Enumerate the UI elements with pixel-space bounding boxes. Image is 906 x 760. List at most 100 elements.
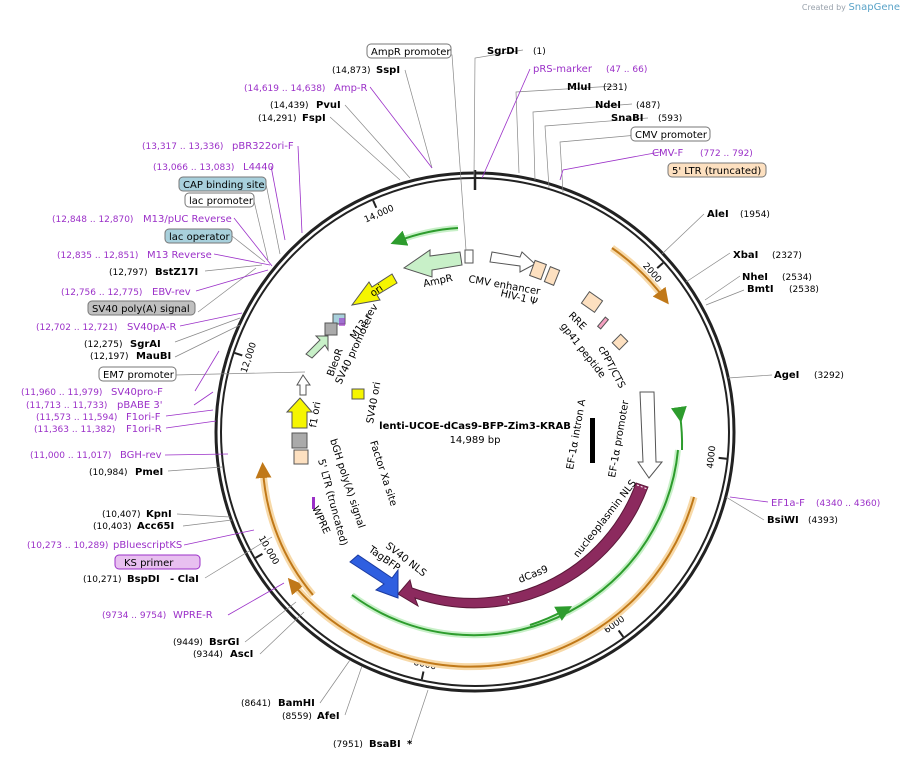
site-asci-pos: (9344) (193, 650, 223, 660)
label-em7-promoter: EM7 promoter (103, 370, 175, 381)
ruler-tick (255, 552, 263, 559)
label-ks-primer: KS primer (124, 558, 174, 569)
primer-m13-reverse: M13 Reverse (147, 250, 212, 261)
primer-cmv-f: CMV-F (652, 148, 683, 159)
green-arc-top-core (390, 227, 459, 246)
orange-arc-right (290, 496, 698, 671)
site-ndei-pos: (487) (636, 101, 660, 111)
backbone-outer-ring (214, 171, 736, 693)
ruler-tick (617, 629, 625, 638)
ruler-tick (656, 262, 664, 269)
primer-f1ori-r: F1ori-R (126, 424, 162, 435)
site-bsrgi: BsrGI (209, 637, 239, 648)
site-snabi-pos: (593) (658, 114, 682, 124)
primer-pbr322ori-f: pBR322ori-F (232, 141, 294, 152)
boxed-labels: AmpR promoter CMV promoter 5' LTR (trunc… (87, 43, 767, 570)
ruler-tick (372, 200, 378, 209)
cppt-box (611, 333, 629, 351)
primer-sv40pa-r-pos: (12,702 .. 12,721) (36, 323, 117, 333)
factor-xa-box (312, 497, 315, 509)
site-sgrdi: SgrDI (487, 46, 518, 57)
primer-amp-r-pos: (14,619 .. 14,638) (244, 84, 325, 94)
ruler-tick-label: 4000 (706, 445, 718, 469)
site-bspdi: BspDI (127, 574, 160, 585)
feat-sv40-ori: SV40 ori (365, 381, 383, 424)
site-nhei: NheI (742, 272, 768, 283)
primer-labels: pRS-marker (47 .. 66) CMV-F (772 .. 792)… (21, 64, 880, 621)
green-arc-ef1a (670, 405, 687, 451)
site-bmti-pos: (2538) (789, 285, 819, 295)
ampr-arrow (402, 249, 463, 278)
ruler-tick (718, 456, 727, 460)
site-acc65i: Acc65I (137, 521, 174, 532)
site-xbai: XbaI (733, 250, 758, 261)
primer-f1ori-r-pos: (11,363 .. 11,382) (34, 425, 115, 435)
orange-arc-left-core (255, 462, 314, 596)
label-ampr-promoter: AmpR promoter (371, 47, 451, 58)
site-bspdi-pos: (10,271) (83, 575, 122, 585)
orange-arc-left (259, 469, 316, 598)
site-mlui-pos: (231) (603, 83, 627, 93)
site-maubi-pos: (12,197) (90, 352, 129, 362)
site-fspi-pos: (14,291) (258, 114, 297, 124)
site-pvui-pos: (14,439) (270, 101, 309, 111)
primer-cmv-f-pos: (772 .. 792) (700, 149, 753, 159)
label-lac-operator: lac operator (169, 232, 230, 243)
site-bmti: BmtI (747, 284, 774, 295)
primer-prs-marker-pos: (47 .. 66) (606, 65, 647, 75)
label-cap-binding-site: CAP binding site (183, 180, 265, 191)
primer-f1ori-f-pos: (11,573 .. 11,594) (36, 413, 117, 423)
site-bsabi-pos: (7951) (333, 740, 363, 750)
primer-pbluescriptks: pBluescriptKS (113, 540, 182, 551)
ltr-box-2 (543, 266, 561, 286)
ruler-tick-label: 12,000 (240, 341, 259, 374)
primer-l4440: L4440 (243, 162, 274, 173)
site-fspi: FspI (302, 113, 326, 124)
box-ks-primer (114, 554, 201, 570)
plasmid-name: lenti-UCOE-dCas9-BFP-Zim3-KRAB (379, 421, 571, 432)
primer-bgh-rev: BGH-rev (120, 450, 162, 461)
ruler-tick (420, 671, 425, 680)
site-maubi: MauBI (136, 351, 171, 362)
site-pmei: PmeI (135, 467, 163, 478)
primer-ef1a-f-pos: (4340 .. 4360) (816, 499, 880, 509)
dcas9-arrow (397, 482, 649, 609)
tagbfp-arrow (349, 554, 399, 599)
ef1a-promoter-arrow (637, 391, 664, 479)
primer-wpre-r: WPRE-R (173, 610, 213, 621)
site-sgrdi-pos: (1) (533, 47, 546, 57)
box-cmv-promoter (630, 126, 711, 142)
em7-arrow (296, 374, 311, 396)
site-pvui: PvuI (316, 100, 341, 111)
box-ampr-promoter (366, 43, 452, 59)
site-labels: SgrDI (1) MluI (231) NdeI (487) SnaBI (5… (83, 46, 844, 750)
created-by-text: Created by (801, 3, 846, 12)
primer-prs-marker: pRS-marker (533, 64, 593, 75)
site-acc65i-pos: (10,403) (93, 522, 132, 532)
site-sspi-pos: (14,873) (332, 66, 371, 76)
box-lac-promoter (184, 192, 255, 208)
site-ndei: NdeI (595, 100, 621, 111)
feat-ef1a-intron: EF-1α intron A (565, 398, 588, 470)
site-snabi: SnaBI (611, 113, 643, 124)
primer-m13puc-reverse: M13/pUC Reverse (143, 214, 232, 225)
primer-ebv-rev-pos: (12,756 .. 12,775) (61, 288, 142, 298)
site-afei-pos: (8559) (282, 712, 312, 722)
primer-l4440-pos: (13,066 .. 13,083) (153, 163, 234, 173)
ltr-box-1 (528, 259, 548, 281)
orange-arc-top-right-core (611, 247, 669, 305)
site-bsrgi-pos: (9449) (173, 638, 203, 648)
ruler-tick (234, 351, 243, 357)
label-cmv-promoter: CMV promoter (635, 130, 708, 141)
primer-pbabe3: pBABE 3' (117, 400, 163, 411)
orange-arc-right-core (287, 496, 695, 668)
primer-ef1a-f: EF1a-F (771, 498, 805, 509)
site-clai: - ClaI (170, 574, 199, 585)
box-em7-promoter (98, 366, 177, 382)
site-alei-pos: (1954) (740, 210, 770, 220)
site-nhei-pos: (2534) (782, 273, 812, 283)
site-bsabi: BsaBI (369, 739, 401, 750)
primer-pbluescriptks-pos: (10,273 .. 10,289) (27, 541, 108, 551)
ampr-promoter-box (464, 249, 474, 264)
primer-m13puc-reverse-pos: (12,848 .. 12,870) (52, 215, 133, 225)
